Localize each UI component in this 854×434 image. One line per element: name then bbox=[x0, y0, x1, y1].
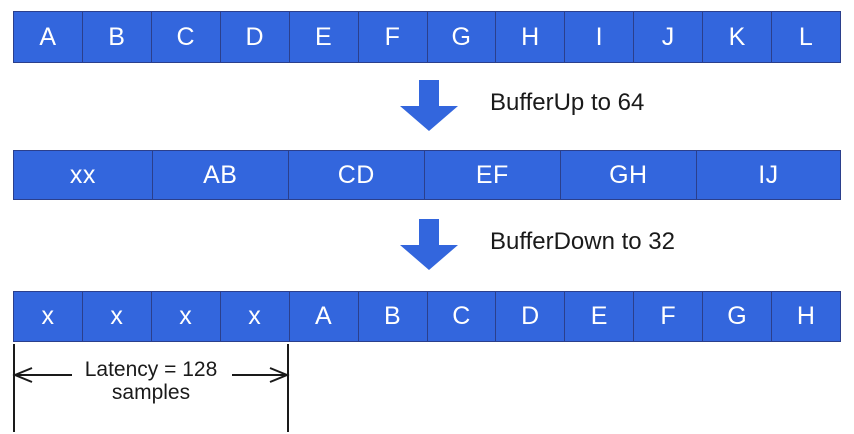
buffer-cell: J bbox=[634, 12, 704, 62]
buffer-cell: E bbox=[289, 12, 359, 62]
buffer-cell: F bbox=[358, 12, 428, 62]
buffer-cell: CD bbox=[288, 151, 425, 199]
buffer-row-bufferup: xx AB CD EF GH IJ bbox=[13, 150, 841, 200]
buffer-cell: B bbox=[358, 292, 428, 341]
latency-dimension-annotation bbox=[0, 344, 420, 434]
buffer-cell: x bbox=[14, 292, 83, 341]
step-label-bufferdown: BufferDown to 32 bbox=[490, 228, 676, 255]
buffer-cell: K bbox=[703, 12, 773, 62]
buffer-cell: EF bbox=[424, 151, 561, 199]
buffer-cell: A bbox=[14, 12, 83, 62]
buffer-cell: B bbox=[82, 12, 152, 62]
down-block-arrow-icon bbox=[398, 219, 460, 271]
buffer-cell: x bbox=[82, 292, 152, 341]
buffer-cell: AB bbox=[152, 151, 289, 199]
buffer-cell: x bbox=[220, 292, 290, 341]
buffer-cell: C bbox=[151, 12, 221, 62]
buffer-cell: C bbox=[427, 292, 497, 341]
buffer-cell: L bbox=[772, 12, 841, 62]
buffer-cell: D bbox=[496, 292, 566, 341]
step-label-bufferup: BufferUp to 64 bbox=[490, 89, 645, 116]
buffer-cell: H bbox=[496, 12, 566, 62]
buffer-cell: x bbox=[151, 292, 221, 341]
buffer-cell: G bbox=[427, 12, 497, 62]
latency-label-line1: Latency = 128 bbox=[84, 358, 218, 381]
buffer-cell: E bbox=[565, 292, 635, 341]
buffer-cell: I bbox=[565, 12, 635, 62]
buffer-cell: A bbox=[289, 292, 359, 341]
buffer-row-bufferdown: x x x x A B C D E F G H bbox=[13, 291, 841, 342]
buffer-cell: F bbox=[634, 292, 704, 341]
latency-label-line2: samples bbox=[111, 381, 191, 404]
buffer-cell: GH bbox=[560, 151, 697, 199]
buffer-cell: H bbox=[772, 292, 841, 341]
buffer-cell: IJ bbox=[696, 151, 840, 199]
buffer-cell: D bbox=[220, 12, 290, 62]
latency-label: Latency = 128 samples bbox=[14, 358, 288, 404]
buffer-cell: xx bbox=[14, 151, 153, 199]
buffer-row-source: A B C D E F G H I J K L bbox=[13, 11, 841, 63]
buffer-cell: G bbox=[703, 292, 773, 341]
down-block-arrow-icon bbox=[398, 80, 460, 132]
